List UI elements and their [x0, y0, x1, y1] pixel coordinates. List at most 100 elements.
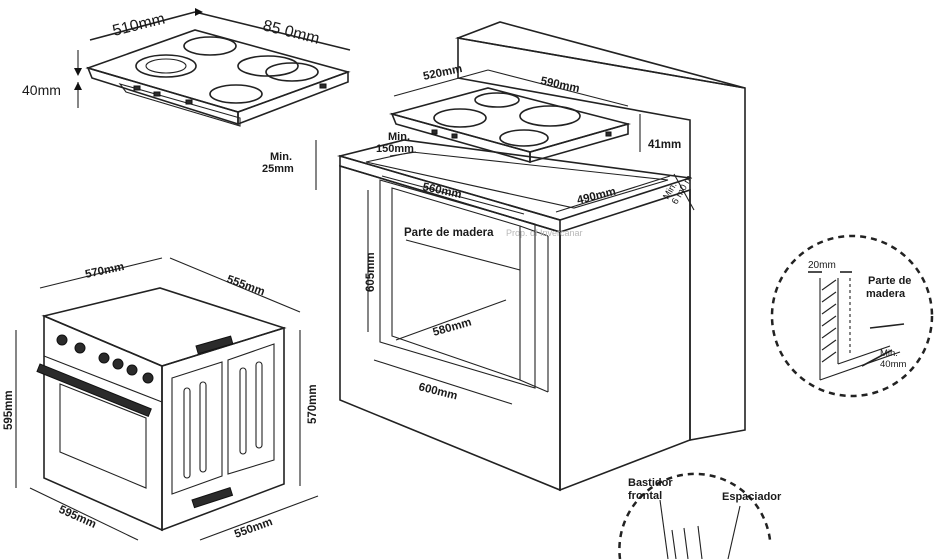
oven-knob	[98, 352, 110, 364]
spacer-leader	[727, 505, 741, 559]
dim-line-850	[194, 11, 351, 51]
dim-line-490	[555, 175, 671, 213]
min-150-label: Min.150mm	[376, 131, 414, 155]
oven-knob	[112, 358, 124, 370]
detail-arrow	[861, 349, 893, 367]
hob-side-edge-2	[529, 122, 629, 164]
oven-vent	[199, 381, 207, 473]
oven-side-panel	[227, 343, 275, 475]
cut-width-label: 520mm	[422, 63, 463, 83]
spacer-line	[697, 525, 703, 559]
detail-floor	[819, 351, 901, 381]
min-25-label: Min.25mm	[262, 151, 294, 175]
cut-depth-label: 590mm	[539, 75, 580, 95]
dim-line-60	[673, 173, 695, 211]
dim-line-510	[89, 11, 196, 41]
dim-line-600	[373, 359, 513, 405]
detail-floor	[837, 345, 891, 365]
height-41-label: 41mm	[648, 139, 681, 151]
hob-burner	[135, 54, 197, 78]
dim-line-595w	[29, 487, 139, 541]
dim-line-555	[169, 257, 301, 313]
oven-height-570-label: 570mm	[307, 384, 319, 424]
hob-control	[133, 85, 141, 91]
oven-knob	[56, 334, 68, 346]
hob-control	[185, 99, 193, 105]
control-strip	[43, 355, 163, 403]
hob-control-2	[451, 133, 458, 139]
hob-burner-2	[474, 92, 520, 108]
arrow-head	[74, 68, 82, 76]
hob-control-2	[431, 129, 438, 135]
hatch-pattern	[821, 279, 837, 363]
hob-burner-2	[499, 129, 549, 147]
hob-height-label: 40mm	[22, 82, 61, 98]
hob-burner	[237, 55, 299, 77]
hob-burner	[209, 84, 263, 104]
spacer-line	[683, 527, 689, 559]
cabinet-side	[559, 188, 691, 492]
cabinet-unit: 520mm 590mm 41mm Min.150mm Min.25mm 560m…	[262, 21, 746, 492]
spacer-leader	[659, 499, 669, 559]
dim-line-580	[395, 299, 507, 341]
oven-side-panel	[171, 361, 223, 495]
arrow-head	[195, 8, 203, 16]
oven-unit: 570mm 555mm 595mm 570mm 595mm 550mm	[3, 257, 319, 541]
oven-cavity	[379, 179, 536, 389]
oven-vent	[239, 367, 247, 455]
oven-front	[43, 314, 163, 532]
cavity-edge	[519, 225, 549, 237]
watermark-text: Prop. of Invercanar	[506, 228, 583, 238]
hob-burner-2	[433, 108, 487, 128]
hob-burner	[265, 62, 319, 82]
detail-min40-label: Min.40mm	[880, 348, 906, 370]
hob-side-edge	[237, 70, 349, 126]
back-wall-top	[454, 21, 746, 89]
hob-control	[319, 83, 327, 89]
dim-line-520	[393, 69, 489, 97]
hob-control	[153, 91, 161, 97]
oven-window	[59, 383, 147, 489]
hob-top-left: 510mm 85 0mm 40mm	[22, 8, 351, 127]
cavity-edge	[519, 379, 549, 393]
oven-bottom-vent	[191, 487, 234, 509]
oven-width-595-label: 595mm	[57, 504, 98, 531]
leader-parte-madera	[405, 239, 521, 271]
oven-vent	[255, 361, 263, 449]
detail-20-label: 20mm	[808, 260, 836, 271]
hob-burner-2	[519, 105, 581, 127]
oven-height-595-label: 595mm	[3, 390, 15, 430]
hob-burner	[145, 58, 187, 74]
oven-back-vent	[195, 335, 234, 355]
hob-control-2	[605, 131, 612, 137]
height-605-label: 605mm	[365, 252, 377, 292]
oven-side	[161, 326, 285, 532]
dim-line-560	[381, 175, 525, 215]
hob-depth-label: 85 0mm	[261, 17, 321, 47]
hob-burner	[183, 36, 237, 56]
dim-line-570w	[39, 257, 163, 289]
espaciador-label: Espaciador	[722, 491, 782, 503]
detail-border	[770, 234, 934, 398]
oven-knob	[142, 372, 154, 384]
arrow-head	[74, 82, 82, 90]
dim-line-590	[487, 69, 629, 107]
spacer-line	[671, 529, 677, 559]
oven-knob	[126, 364, 138, 376]
parte-madera-label: Parte de madera	[404, 227, 494, 239]
back-wall	[457, 37, 746, 441]
hob-width-label: 510mm	[111, 10, 167, 39]
detail-arrow	[869, 323, 905, 329]
oven-width-label: 570mm	[84, 261, 125, 281]
oven-knob	[74, 342, 86, 354]
hob-underside	[118, 83, 241, 127]
dim-line-150	[389, 151, 417, 157]
oven-top	[41, 287, 287, 367]
oven-handle	[36, 363, 152, 418]
dim-line-550	[199, 495, 319, 541]
